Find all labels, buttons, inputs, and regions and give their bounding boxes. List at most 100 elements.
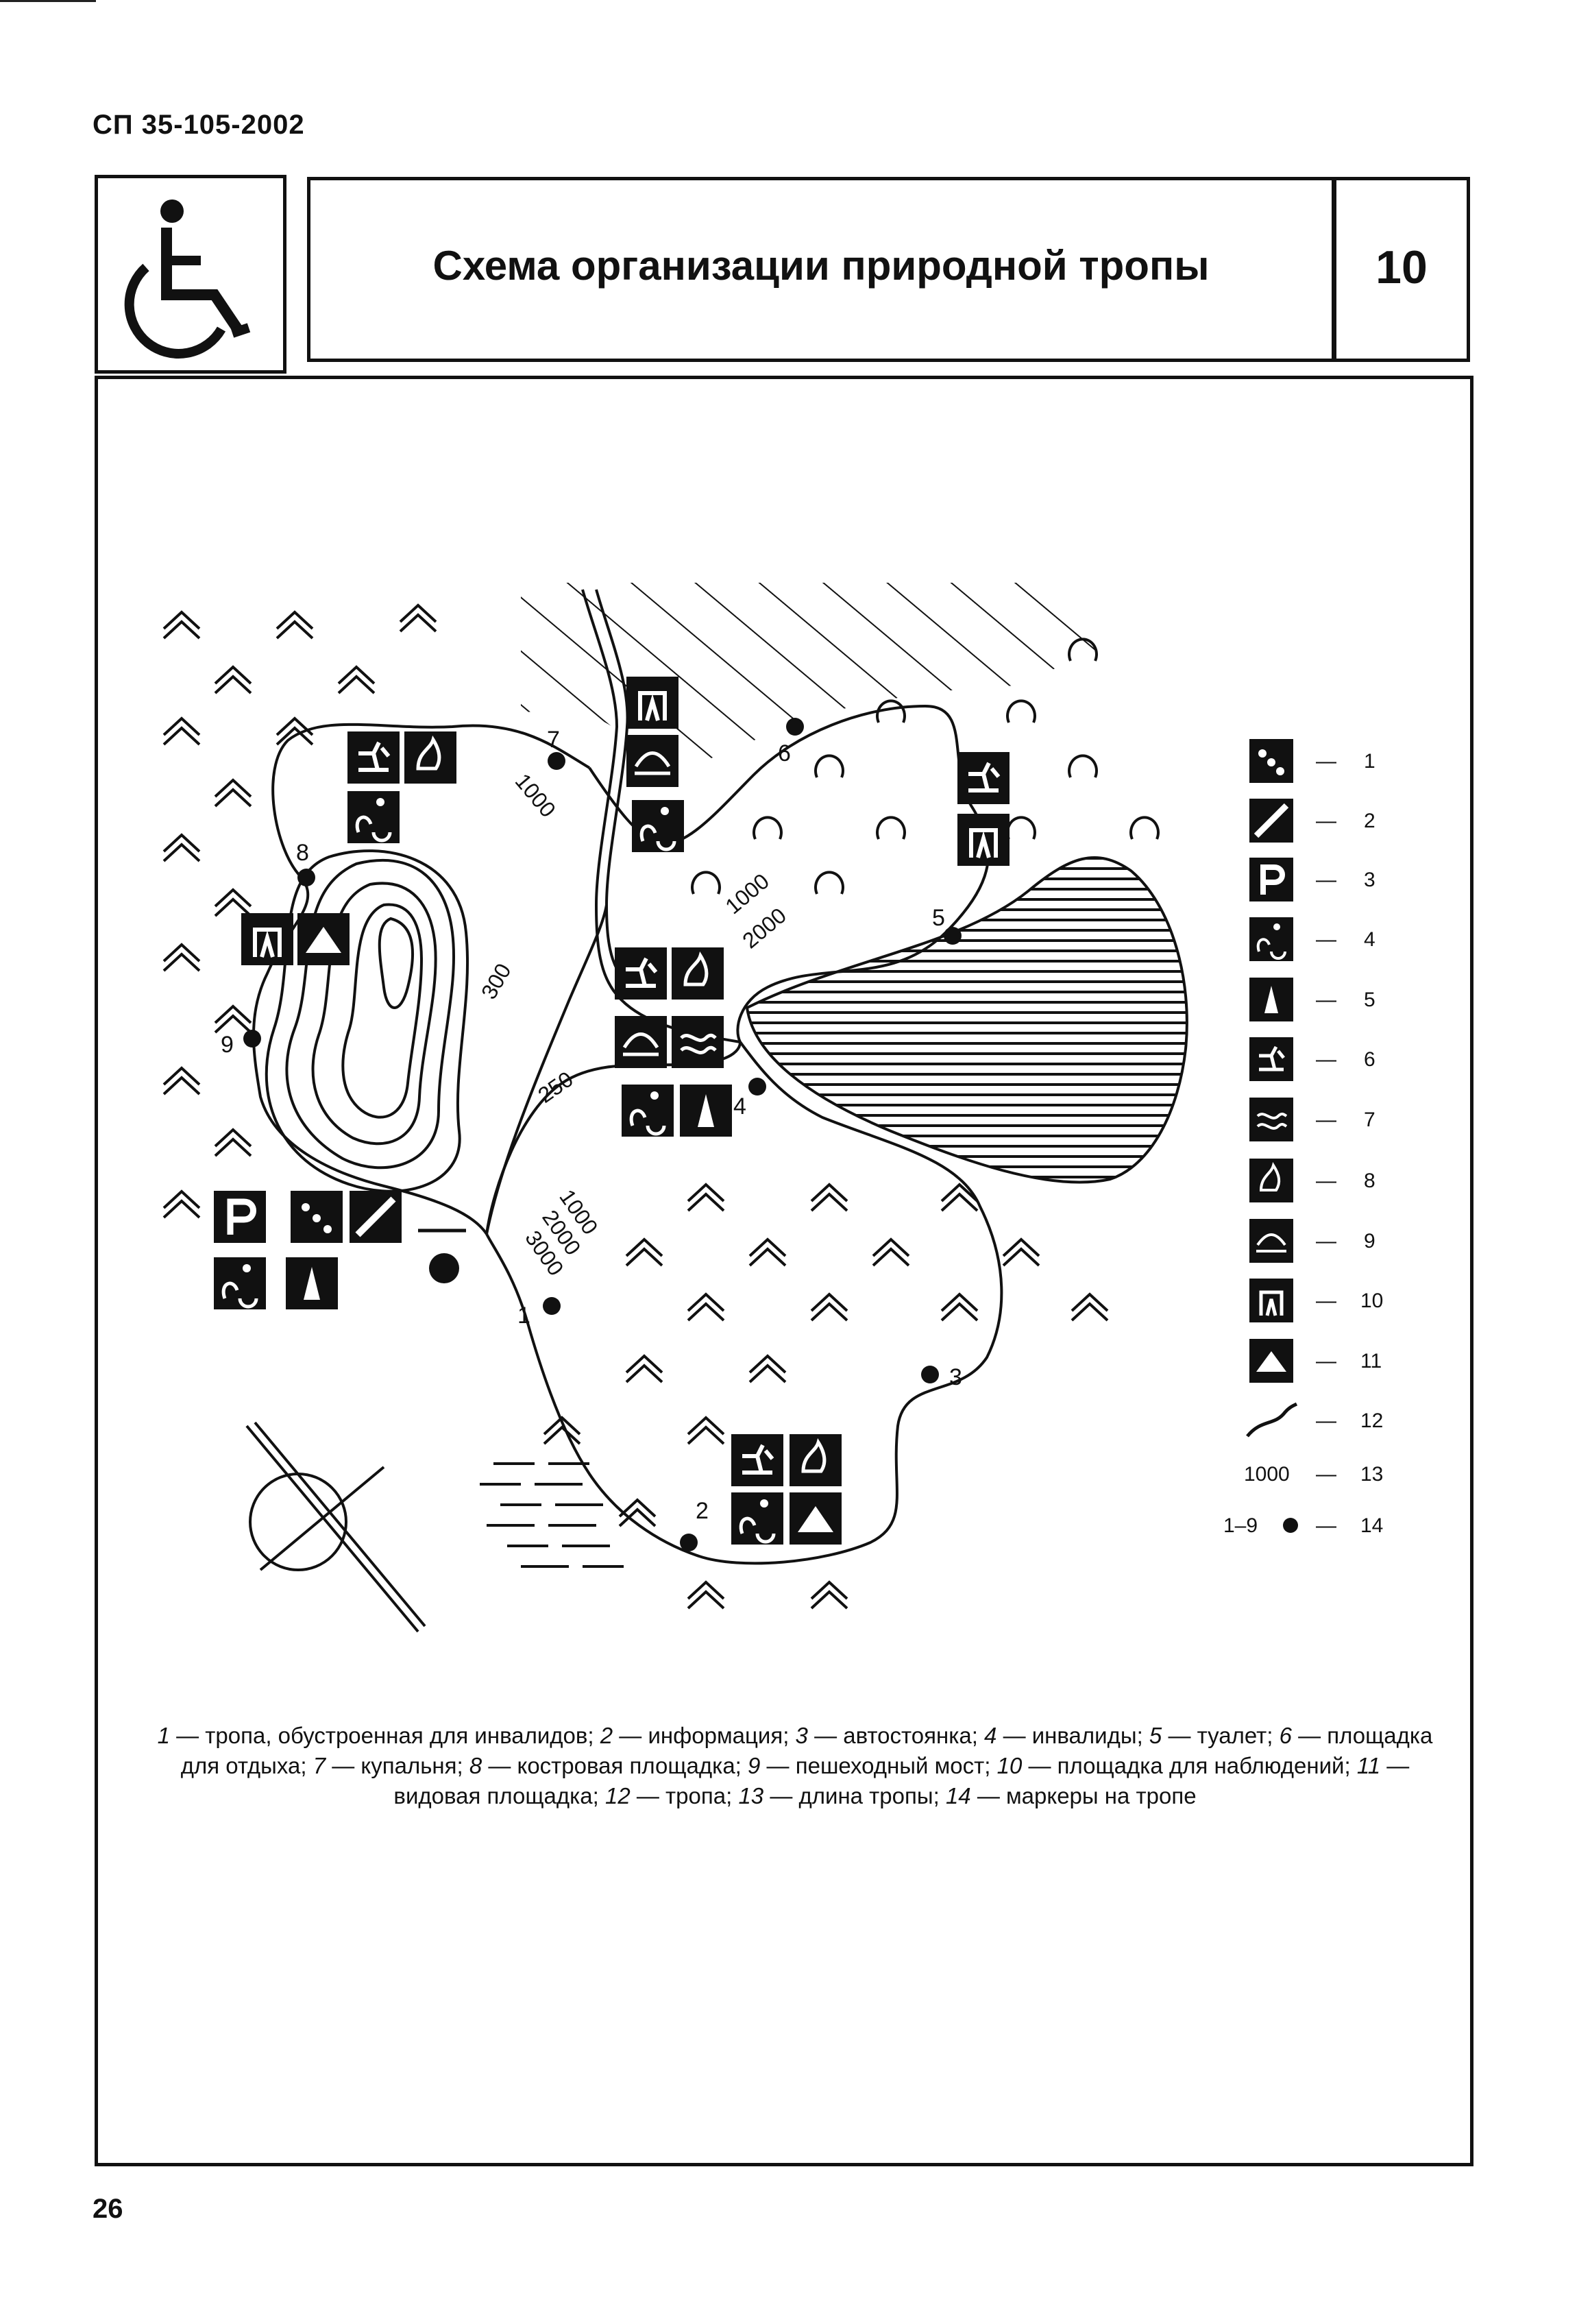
caption-number: 1 [157,1723,170,1748]
caption-number: 3 [795,1723,808,1748]
trail-loop-west [252,723,591,1235]
legend-labels: — 1 — 2 — 3 — 4 — 5 — 6 — 7 — 8 — 9 — 10 — 11 — 12 1… [1223,750,1383,1537]
marker-labels: 1 2 3 4 5 6 7 8 9 [221,727,962,1524]
caption-term: — длина тропы; [763,1783,946,1808]
svg-text:—: — [1316,1409,1336,1432]
scan-edge-line [0,0,96,2]
svg-text:—: — [1316,1048,1336,1071]
svg-text:—: — [1316,1170,1336,1192]
caption-number: 14 [945,1783,971,1808]
svg-text:2: 2 [1364,810,1375,832]
length-label-300: 300 [476,959,516,1003]
svg-text:14: 14 [1360,1514,1383,1537]
caption-number: 5 [1149,1723,1162,1748]
caption-number: 12 [605,1783,631,1808]
lake [745,856,1188,1184]
svg-text:—: — [1316,928,1336,951]
svg-text:6: 6 [1364,1048,1375,1071]
svg-text:11: 11 [1360,1350,1382,1372]
svg-text:—: — [1316,989,1336,1011]
svg-text:—: — [1316,1350,1336,1372]
caption-number: 13 [738,1783,764,1808]
caption-term: — площадка для наблюдений; [1022,1753,1357,1778]
marker-label-2: 2 [696,1498,709,1524]
caption-term: — тропа, обустроенная для инвалидов; [169,1723,600,1748]
marker-label-8: 8 [296,840,309,866]
hill-contour-outer [265,849,469,1193]
page-number: 26 [93,2194,123,2224]
figure-caption: 1 — тропа, обустроенная для инвалидов; 2… [144,1721,1446,1811]
sheet-number-box: 10 [1333,177,1470,362]
caption-number: 8 [469,1753,482,1778]
drawing-frame [95,376,1473,2166]
marsh-area [480,1462,624,1568]
entrance-point [429,1253,459,1283]
marker-label-4: 4 [733,1093,746,1119]
caption-number: 11 [1356,1753,1381,1778]
trail-link-250 [485,1041,742,1235]
svg-text:10: 10 [1360,1290,1383,1312]
north-arrow-icon [245,1421,426,1633]
svg-text:1000: 1000 [1244,1463,1290,1486]
caption-number: 9 [748,1753,761,1778]
caption-number: 10 [996,1753,1023,1778]
svg-text:5: 5 [1364,989,1375,1011]
marker-label-1: 1 [517,1303,530,1329]
svg-text:8: 8 [1364,1170,1375,1192]
svg-text:—: — [1316,1230,1336,1252]
marker-label-3: 3 [949,1364,962,1390]
caption-text: 1 — тропа, обустроенная для инвалидов; 2… [158,1723,1433,1808]
caption-term: — туалет; [1162,1723,1280,1748]
caption-term: — тропа; [630,1783,739,1808]
trail-loop-south [485,1041,1003,1565]
svg-text:12: 12 [1360,1409,1383,1432]
page-title: Схема организации природной тропы [432,243,1210,289]
svg-text:—: — [1316,1290,1336,1312]
caption-term: — маркеры на тропе [970,1783,1197,1808]
marker-label-7: 7 [547,727,560,753]
svg-text:—: — [1316,1109,1336,1131]
length-label-1000-a: 1000 [511,768,561,822]
hill-contour-3 [341,903,424,1119]
svg-text:—: — [1316,869,1336,891]
hill-contour-2 [311,882,437,1146]
svg-text:3: 3 [1364,869,1375,891]
svg-text:7: 7 [1364,1109,1375,1131]
svg-text:—: — [1316,750,1336,773]
marker-label-9: 9 [221,1032,234,1058]
document-code: СП 35-105-2002 [93,110,305,140]
svg-text:1–9: 1–9 [1223,1514,1258,1537]
map-pictograms [214,677,1010,1545]
marker-label-6: 6 [778,740,791,766]
sheet-number: 10 [1375,241,1428,293]
legend [1246,739,1298,1438]
svg-text:9: 9 [1364,1230,1375,1252]
caption-term: — информация; [613,1723,796,1748]
svg-text:1: 1 [1364,750,1375,773]
svg-text:—: — [1316,1514,1336,1537]
caption-number: 6 [1279,1723,1292,1748]
hatched-forest-area [521,583,1097,775]
caption-term: — видовая площадка; [393,1753,1410,1808]
caption-number: 4 [984,1723,997,1748]
caption-term: — инвалиды; [996,1723,1149,1748]
svg-text:—: — [1316,810,1336,832]
wheelchair-icon [124,199,251,359]
caption-term: — костровая площадка; [482,1753,748,1778]
hill-contour-1 [285,858,455,1170]
svg-text:13: 13 [1360,1463,1383,1486]
trail-north-connector-b [595,589,639,995]
trail-markers [243,718,962,1551]
title-box: Схема организации природной тропы [307,177,1335,362]
hill-summit [378,917,415,1009]
caption-term: — автостоянка; [807,1723,985,1748]
accessibility-icon-box [95,175,286,374]
caption-term: — купальня; [326,1753,469,1778]
caption-number: 7 [313,1753,326,1778]
caption-number: 2 [600,1723,613,1748]
trail-link-300 [485,904,608,1235]
svg-text:4: 4 [1364,928,1375,951]
caption-term: — пешеходный мост; [760,1753,997,1778]
caption-term: — площадка для отдыха; [180,1723,1433,1778]
